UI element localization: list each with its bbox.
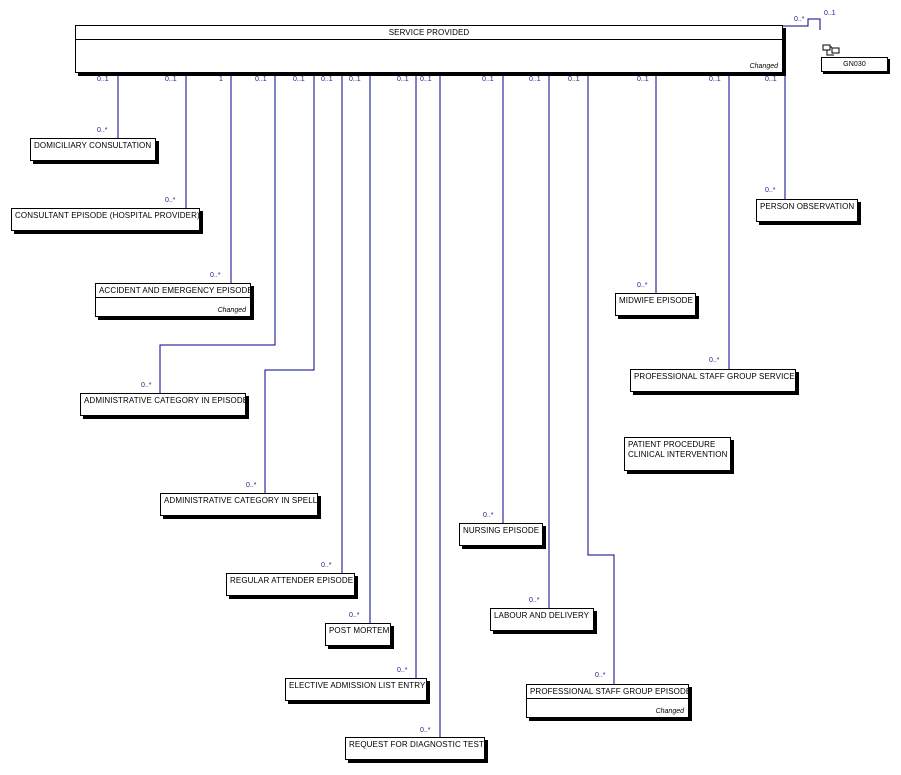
entity-name: REQUEST FOR DIAGNOSTIC TEST: [349, 740, 484, 749]
entity-name-line2: CLINICAL INTERVENTION: [628, 450, 728, 459]
source-mult: 0..1: [165, 76, 177, 83]
target-mult: 0..*: [210, 272, 221, 279]
entity-name: ELECTIVE ADMISSION LIST ENTRY: [289, 681, 426, 690]
entity-psg-service[interactable]: PROFESSIONAL STAFF GROUP SERVICE: [630, 369, 796, 392]
target-mult: 0..*: [246, 482, 257, 489]
line-consultant: [180, 74, 187, 211]
package-gn030[interactable]: GN030: [821, 57, 888, 72]
line-domiciliary: [110, 74, 119, 142]
target-mult: 0..*: [97, 127, 108, 134]
entity-note: Changed: [217, 307, 246, 314]
entity-post-mortem[interactable]: POST MORTEM: [325, 623, 391, 646]
entity-name: PROFESSIONAL STAFF GROUP EPISODE: [527, 685, 691, 699]
self-relationship-line: [783, 18, 821, 30]
target-mult: 0..*: [483, 512, 494, 519]
source-mult: 0..1: [397, 76, 409, 83]
line-psg-episode: [587, 74, 615, 684]
target-mult: 0..*: [765, 187, 776, 194]
entity-name: NURSING EPISODE: [463, 526, 540, 535]
line-post-mortem: [364, 74, 371, 625]
source-mult: 0..1: [529, 76, 541, 83]
entity-name: ACCIDENT AND EMERGENCY EPISODE: [96, 284, 253, 298]
entity-name-line1: PATIENT PROCEDURE: [628, 440, 716, 449]
source-mult: 0..1: [97, 76, 109, 83]
source-mult: 0..1: [637, 76, 649, 83]
entity-name: REGULAR ATTENDER EPISODE: [230, 576, 354, 585]
entity-admin-category-spell[interactable]: ADMINISTRATIVE CATEGORY IN SPELL: [160, 493, 318, 516]
target-mult: 0..*: [709, 357, 720, 364]
entity-name: PROFESSIONAL STAFF GROUP SERVICE: [634, 372, 795, 381]
entity-name: PERSON OBSERVATION: [760, 202, 855, 211]
source-mult: 1: [219, 76, 223, 83]
entity-admin-category-episode[interactable]: ADMINISTRATIVE CATEGORY IN EPISODE: [80, 393, 249, 416]
line-admin-episode: [159, 74, 276, 394]
entity-consultant-episode[interactable]: CONSULTANT EPISODE (HOSPITAL PROVIDER): [11, 208, 200, 231]
target-mult: 0..*: [141, 382, 152, 389]
source-mult: 0..1: [255, 76, 267, 83]
self-mult-b: 0..1: [824, 10, 836, 17]
entity-person-observation[interactable]: PERSON OBSERVATION: [756, 199, 858, 222]
target-mult: 0..*: [420, 727, 431, 734]
source-mult: 0..1: [568, 76, 580, 83]
entity-patient-procedure[interactable]: PATIENT PROCEDURE CLINICAL INTERVENTION: [624, 437, 731, 471]
entity-name: MIDWIFE EPISODE: [619, 296, 693, 305]
source-mult: 0..1: [709, 76, 721, 83]
entity-regular-attender-episode[interactable]: REGULAR ATTENDER EPISODE: [226, 573, 355, 596]
entity-name: ADMINISTRATIVE CATEGORY IN EPISODE: [84, 396, 249, 405]
service-provided-name: SERVICE PROVIDED: [76, 26, 782, 40]
entity-elective-admission[interactable]: ELECTIVE ADMISSION LIST ENTRY: [285, 678, 427, 701]
target-mult: 0..*: [637, 282, 648, 289]
target-mult: 0..*: [595, 672, 606, 679]
entity-domiciliary-consultation[interactable]: DOMICILIARY CONSULTATION: [30, 138, 156, 161]
source-mult: 0..1: [765, 76, 777, 83]
entity-name: POST MORTEM: [329, 626, 390, 635]
service-provided-note: Changed: [749, 63, 778, 70]
entity-midwife-episode[interactable]: MIDWIFE EPISODE: [615, 293, 696, 316]
source-mult: 0..1: [321, 76, 333, 83]
service-provided-entity[interactable]: SERVICE PROVIDED Changed: [75, 25, 783, 73]
package-icon: [822, 44, 840, 56]
entity-nursing-episode[interactable]: NURSING EPISODE: [459, 523, 543, 546]
target-mult: 0..*: [349, 612, 360, 619]
source-mult: 0..1: [349, 76, 361, 83]
entity-request-diagnostic-test[interactable]: REQUEST FOR DIAGNOSTIC TEST: [345, 737, 485, 760]
entity-name: CONSULTANT EPISODE (HOSPITAL PROVIDER): [15, 211, 200, 220]
entity-labour-delivery[interactable]: LABOUR AND DELIVERY: [490, 608, 594, 631]
target-mult: 0..*: [321, 562, 332, 569]
entity-name: ADMINISTRATIVE CATEGORY IN SPELL: [164, 496, 318, 505]
line-accident: [225, 74, 232, 286]
entity-name: LABOUR AND DELIVERY: [494, 611, 590, 620]
entity-accident-emergency-episode[interactable]: ACCIDENT AND EMERGENCY EPISODE Changed: [95, 283, 253, 317]
entity-note: Changed: [655, 708, 684, 715]
line-admin-spell: [264, 74, 315, 494]
entity-name: DOMICILIARY CONSULTATION: [34, 141, 152, 150]
target-mult: 0..*: [397, 667, 408, 674]
package-label: GN030: [843, 61, 866, 68]
source-mult: 0..1: [293, 76, 305, 83]
source-mult: 0..1: [420, 76, 432, 83]
entity-psg-episode[interactable]: PROFESSIONAL STAFF GROUP EPISODE Changed: [526, 684, 691, 718]
self-mult-a: 0..*: [794, 16, 805, 23]
line-psg-service: [723, 74, 730, 371]
target-mult: 0..*: [165, 197, 176, 204]
target-mult: 0..*: [529, 597, 540, 604]
source-mult: 0..1: [482, 76, 494, 83]
